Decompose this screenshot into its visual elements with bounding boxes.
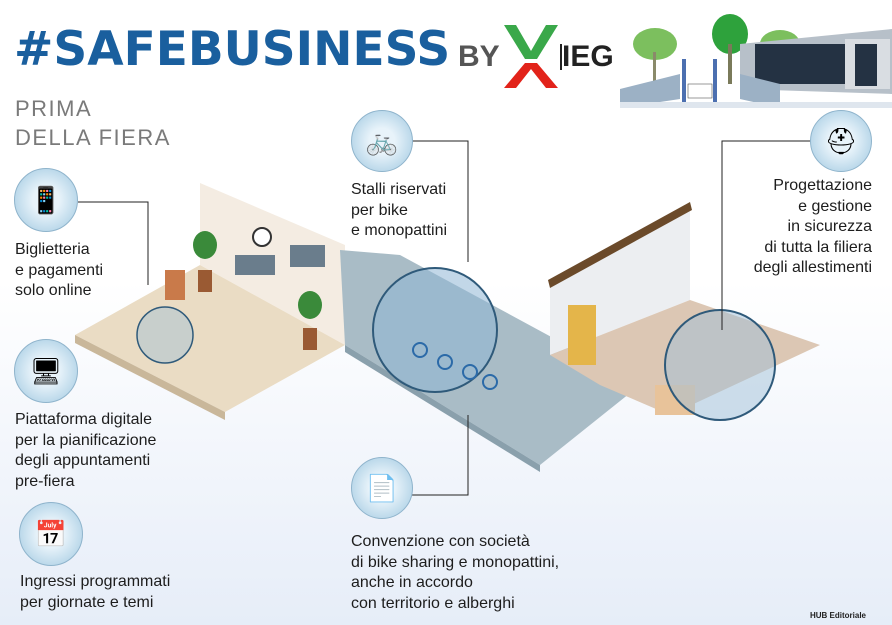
subtitle-line: PRIMA <box>15 96 93 121</box>
bicycle-icon: 🚲 <box>351 110 413 172</box>
callout-line: solo online <box>15 282 92 299</box>
callout-line: e pagamenti <box>15 261 104 279</box>
callout-line: in sicurezza <box>787 218 872 235</box>
office-floor <box>75 265 345 412</box>
credit-label: HUB Editoriale <box>809 611 866 620</box>
connector-line <box>78 201 149 285</box>
callout-line: per bike <box>351 201 408 219</box>
callout-line: e gestione <box>798 197 872 215</box>
callout-line: e monopattini <box>351 222 448 239</box>
callout-digital-platform: Piattaforma digitale per la pianificazio… <box>15 410 156 492</box>
callout-ticketing: Biglietteria e pagamenti solo online <box>15 240 103 302</box>
smartphone-payment-icon: 📱 <box>14 168 78 232</box>
callout-scheduled-entries: Ingressi programmati per giornate e temi <box>20 572 170 613</box>
callout-line: Stalli riservati <box>351 181 447 198</box>
by-label: BY <box>458 40 500 73</box>
callout-line: degli appuntamenti <box>15 452 151 469</box>
callout-bike-parking: Stalli riservati per bike e monopattini <box>351 180 447 242</box>
fair-entrance-illustration <box>620 14 892 108</box>
logo-divider <box>560 44 562 70</box>
callout-line: degli allestimenti <box>753 259 872 276</box>
helmet-goggles-icon: ⛑ <box>810 110 872 172</box>
callout-line: Ingressi programmati <box>20 573 171 590</box>
callout-line: Convenzione con società <box>351 533 530 550</box>
callout-line: di bike sharing e monopattini, <box>351 553 560 571</box>
callout-line: per la pianificazione <box>15 431 157 449</box>
callout-line: Piattaforma digitale <box>15 411 152 428</box>
connector-line <box>721 140 810 330</box>
callout-line: per giornate e temi <box>20 593 154 611</box>
document-pen-icon: 📄 <box>351 457 413 519</box>
digital-platform-icon: 🖥 <box>14 339 78 403</box>
subtitle-line: DELLA FIERA <box>15 125 171 150</box>
ieg-logo-text: IEG <box>562 40 614 73</box>
callout-line: Progettazione <box>773 177 872 194</box>
callout-bike-sharing: Convenzione con società di bike sharing … <box>351 532 559 614</box>
ieg-logo-x-icon <box>504 25 558 88</box>
bike-parking-magnifier <box>372 267 498 393</box>
exhibit-magnifier <box>664 309 776 421</box>
callout-line: con territorio e alberghi <box>351 594 515 612</box>
page-title: #SAFEBUSINESS <box>14 22 451 77</box>
callout-line: anche in accordo <box>351 574 473 591</box>
callout-line: di tutta la filiera <box>764 238 872 256</box>
connector-line <box>411 415 469 496</box>
callout-line: pre-fiera <box>15 472 75 490</box>
subtitle: PRIMA DELLA FIERA <box>15 94 171 152</box>
connector-line <box>411 140 469 262</box>
callout-line: Biglietteria <box>15 241 90 258</box>
calendar-check-icon: 📅 <box>19 502 83 566</box>
callout-safety-design: Progettazione e gestione in sicurezza di… <box>754 176 872 279</box>
